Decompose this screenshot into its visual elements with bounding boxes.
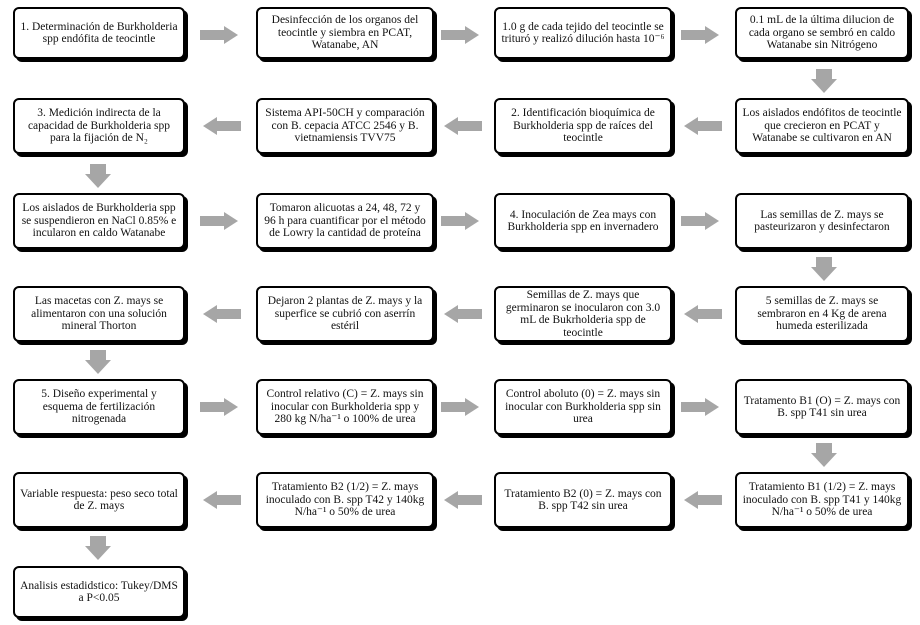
- node-24-text: Tratamiento B1 (1/2) = Z. mays inoculado…: [742, 481, 902, 519]
- node-7: 2. Identificación bioquímica de Burkhold…: [494, 98, 672, 154]
- node-8: Los aislados endófitos de teocintle que …: [735, 98, 909, 154]
- node-5: 3. Medición indirecta de la capacidad de…: [13, 98, 185, 154]
- arrow-right-18-19: [441, 398, 479, 416]
- node-16-text: 5 semillas de Z. mays se sembraron en 4 …: [757, 295, 887, 333]
- node-24: Tratamiento B1 (1/2) = Z. mays inoculado…: [735, 472, 909, 528]
- node-2: Desinfección de los organos del teocintl…: [256, 7, 434, 59]
- arrow-left-22-21: [203, 491, 241, 509]
- arrow-left-8-7: [684, 117, 722, 135]
- arrow-down-20-24: [811, 443, 837, 467]
- arrow-down-5-9: [85, 164, 111, 188]
- node-4-text: 0.1 mL de la última dilucion de cada org…: [748, 14, 896, 52]
- node-14: Dejaron 2 plantas de Z. mays y la superf…: [256, 286, 434, 342]
- arrow-right-11-12: [681, 212, 719, 230]
- node-21-text: Variable respuesta: peso seco total de Z…: [20, 487, 178, 513]
- node-9-text: Los aislados de Burkholderia spp se susp…: [21, 202, 177, 240]
- arrow-down-13-17: [85, 350, 111, 374]
- node-19: Control aboluto (0) = Z. mays sin inocul…: [494, 379, 672, 435]
- arrow-left-23-22: [444, 491, 482, 509]
- arrow-down-4-8: [811, 69, 837, 93]
- node-1-text: 1. Determinación de Burkholderia spp end…: [20, 20, 178, 46]
- arrow-left-15-14: [444, 305, 482, 323]
- node-8-text: Los aislados endófitos de teocintle que …: [742, 107, 902, 145]
- node-16: 5 semillas de Z. mays se sembraron en 4 …: [735, 286, 909, 342]
- node-1: 1. Determinación de Burkholderia spp end…: [13, 7, 185, 59]
- node-11: 4. Inoculación de Zea mays con Burkholde…: [494, 193, 672, 249]
- node-17-text: 5. Diseño experimental y esquema de fert…: [41, 388, 157, 426]
- node-21: Variable respuesta: peso seco total de Z…: [13, 472, 185, 528]
- node-10: Tomaron alicuotas a 24, 48, 72 y 96 h pa…: [256, 193, 434, 249]
- node-3: 1.0 g de cada tejido del teocintle se tr…: [494, 7, 672, 59]
- arrow-right-9-10: [200, 212, 238, 230]
- node-4: 0.1 mL de la última dilucion de cada org…: [735, 7, 909, 59]
- node-10-text: Tomaron alicuotas a 24, 48, 72 y 96 h pa…: [264, 202, 426, 240]
- node-7-text: 2. Identificación bioquímica de Burkhold…: [511, 107, 655, 145]
- arrow-right-1-2: [200, 26, 238, 44]
- node-15-text: Semillas de Z. mays que germinaron se in…: [505, 289, 661, 339]
- node-6-text: Sistema API-50CH y comparación con B. ce…: [265, 107, 425, 145]
- node-19-text: Control aboluto (0) = Z. mays sin inocul…: [505, 388, 661, 426]
- arrow-right-19-20: [681, 398, 719, 416]
- node-22: Tratamiento B2 (1/2) = Z. mays inoculado…: [256, 472, 434, 528]
- node-12: Las semillas de Z. mays se pasteurizaron…: [735, 193, 909, 249]
- node-25: Analisis estadidstico: Tukey/DMS a P<0.0…: [13, 566, 185, 618]
- node-5-text: 3. Medición indirecta de la capacidad de…: [27, 107, 171, 145]
- node-18-text: Control relativo (C) = Z. mays sin inocu…: [266, 388, 424, 426]
- node-23-text: Tratamiento B2 (0) = Z. mays con B. spp …: [504, 487, 662, 513]
- node-11-text: 4. Inoculación de Zea mays con Burkholde…: [507, 208, 659, 234]
- node-23: Tratamiento B2 (0) = Z. mays con B. spp …: [494, 472, 672, 528]
- node-22-text: Tratamiento B2 (1/2) = Z. mays inoculado…: [265, 481, 425, 519]
- arrow-right-10-11: [441, 212, 479, 230]
- node-13: Las macetas con Z. mays se alimentaron c…: [13, 286, 185, 342]
- arrow-right-17-18: [200, 398, 238, 416]
- node-2-text: Desinfección de los organos del teocintl…: [271, 14, 419, 52]
- arrow-down-21-25: [85, 536, 111, 560]
- node-14-text: Dejaron 2 plantas de Z. mays y la superf…: [267, 295, 423, 333]
- node-12-text: Las semillas de Z. mays se pasteurizaron…: [754, 208, 890, 234]
- node-6: Sistema API-50CH y comparación con B. ce…: [256, 98, 434, 154]
- node-20: Tratamento B1 (O) = Z. mays con B. spp T…: [735, 379, 909, 435]
- node-18: Control relativo (C) = Z. mays sin inocu…: [256, 379, 434, 435]
- arrow-left-7-6: [444, 117, 482, 135]
- node-20-text: Tratamento B1 (O) = Z. mays con B. spp T…: [743, 394, 901, 420]
- arrow-down-12-16: [811, 257, 837, 281]
- node-9: Los aislados de Burkholderia spp se susp…: [13, 193, 185, 249]
- arrow-left-24-23: [684, 491, 722, 509]
- node-13-text: Las macetas con Z. mays se alimentaron c…: [31, 295, 167, 333]
- arrow-left-14-13: [203, 305, 241, 323]
- node-15: Semillas de Z. mays que germinaron se in…: [494, 286, 672, 342]
- node-17: 5. Diseño experimental y esquema de fert…: [13, 379, 185, 435]
- node-3-text: 1.0 g de cada tejido del teocintle se tr…: [501, 20, 665, 46]
- arrow-right-3-4: [681, 26, 719, 44]
- node-25-text: Analisis estadidstico: Tukey/DMS a P<0.0…: [20, 579, 178, 605]
- arrow-left-16-15: [684, 305, 722, 323]
- arrow-right-2-3: [441, 26, 479, 44]
- arrow-left-6-5: [203, 117, 241, 135]
